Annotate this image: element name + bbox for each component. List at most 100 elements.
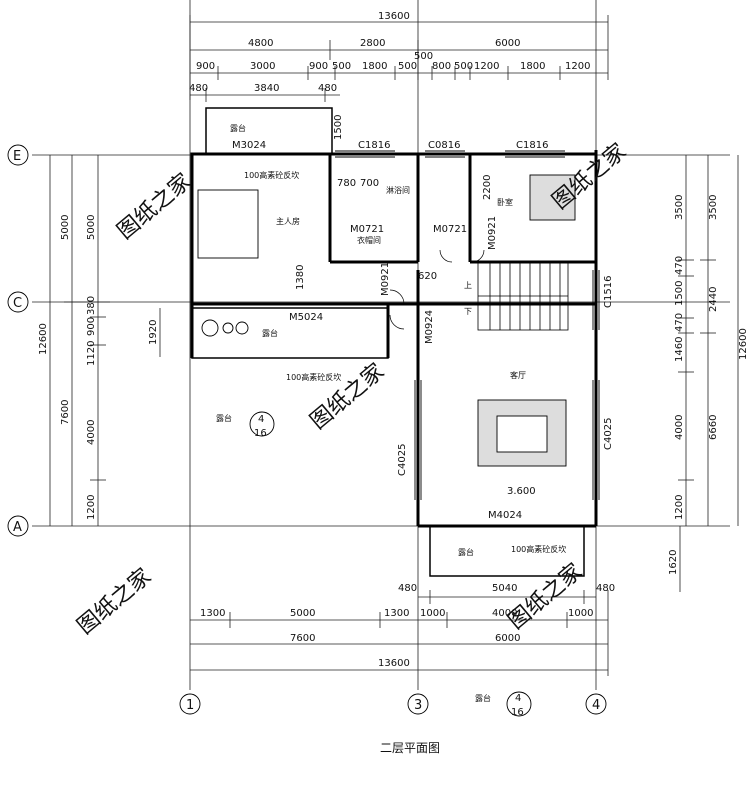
d2200-label: 2200	[482, 175, 493, 200]
left-inner-5: 1200	[86, 495, 97, 520]
stair-down-label: 下	[464, 307, 472, 316]
left-1920: 1920	[148, 320, 159, 345]
right-outer-0: 3500	[708, 195, 719, 220]
elev-label: 3.600	[507, 486, 536, 497]
c1816b-label: C1816	[516, 140, 548, 151]
windows	[335, 150, 600, 500]
d620-label: 620	[418, 271, 437, 282]
top-r4-1: 3840	[254, 83, 279, 94]
top-r3-10: 1200	[565, 61, 590, 72]
balc-ref-left: 露台	[216, 413, 232, 423]
furniture	[197, 174, 576, 467]
bot-r1-0: 1300	[200, 608, 225, 619]
m0721b-label: M0721	[433, 224, 467, 235]
m0721a-label: M0721	[350, 224, 384, 235]
bot-r2-1: 6000	[495, 633, 520, 644]
c4025a-label: C4025	[397, 444, 408, 476]
bot-total: 13600	[378, 658, 410, 669]
right-inner-0: 3500	[674, 195, 685, 220]
top-r3-7: 500	[454, 61, 473, 72]
top-r4-0: 480	[189, 83, 208, 94]
balconies	[191, 107, 585, 577]
top-r4-2: 480	[318, 83, 337, 94]
top-r2-2: 6000	[495, 38, 520, 49]
top-r3-4: 1800	[362, 61, 387, 72]
top-r3-9: 1800	[520, 61, 545, 72]
bot-r1-3: 1000	[420, 608, 445, 619]
right-inner-1: 470	[674, 256, 685, 275]
top-500: 500	[414, 51, 433, 62]
living-label: 客厅	[510, 370, 526, 380]
top-r3-6: 800	[432, 61, 451, 72]
top-r3-3: 500	[332, 61, 351, 72]
watermark-1: 图纸之家	[113, 169, 196, 245]
right-inner-3: 470	[674, 313, 685, 332]
stair	[477, 261, 569, 331]
c1816a-label: C1816	[358, 140, 390, 151]
bot-r0-2: 480	[596, 583, 615, 594]
m0921a-label: M0921	[380, 262, 391, 296]
balcony-top-label: 露台	[230, 123, 246, 133]
c1516-label: C1516	[603, 276, 614, 308]
ref-den-bottom: 16	[511, 707, 524, 718]
bot-r1-5: 1000	[568, 608, 593, 619]
axis-4: 4	[592, 698, 600, 713]
top-r2-0: 4800	[248, 38, 273, 49]
d700-label: 700	[360, 178, 379, 189]
left-outer-0: 5000	[60, 215, 71, 240]
left-inner-4: 4000	[86, 420, 97, 445]
top-r3-8: 1200	[474, 61, 499, 72]
d1380-label: 1380	[295, 265, 306, 290]
top-r3-1: 3000	[250, 61, 275, 72]
left-inner-0: 5000	[86, 215, 97, 240]
sill-mid-label: 100高素砼反坎	[286, 372, 341, 382]
ref-num-left: 4	[258, 414, 264, 425]
axis-bubbles	[7, 144, 607, 717]
axis-e: E	[13, 149, 21, 164]
doors	[389, 249, 485, 330]
left-total: 12600	[38, 323, 49, 355]
right-inner-2: 1500	[674, 281, 685, 306]
m0921b-label: M0921	[487, 216, 498, 250]
right-inner-6: 1200	[674, 495, 685, 520]
top-dimension-lines	[189, 15, 609, 102]
watermark-4: 图纸之家	[73, 564, 156, 640]
bot-r1-1: 5000	[290, 608, 315, 619]
right-inner-5: 4000	[674, 415, 685, 440]
right-inner-4: 1460	[674, 337, 685, 362]
bot-r2-0: 7600	[290, 633, 315, 644]
plan-caption: 二层平面图	[380, 741, 440, 755]
bot-r1-4: 4000	[492, 608, 517, 619]
right-outer-1: 2440	[708, 287, 719, 312]
m0924-label: M0924	[424, 310, 435, 344]
top-r2-1: 2800	[360, 38, 385, 49]
plan-text: E C A 1 3 4 13600 4800 2800 6000 900 300…	[13, 11, 749, 718]
bedroom-label: 卧室	[497, 197, 513, 207]
d1500-label: 1500	[333, 115, 344, 140]
right-total: 12600	[738, 328, 749, 360]
left-inner-3: 1120	[86, 341, 97, 366]
c0816-label: C0816	[428, 140, 460, 151]
bath-label: 淋浴间	[386, 185, 410, 195]
balcony-mid-label: 露台	[262, 328, 278, 338]
right-dimension-lines	[678, 155, 739, 592]
left-inner-2: 900	[86, 317, 97, 336]
right-outer-2: 6660	[708, 415, 719, 440]
sill-top-label: 100高素砼反坎	[244, 170, 299, 180]
c4025b-label: C4025	[603, 418, 614, 450]
left-outer-1: 7600	[60, 400, 71, 425]
axis-3: 3	[414, 698, 422, 713]
bot-r1-2: 1300	[384, 608, 409, 619]
sill-bottom-label: 100高素砼反坎	[511, 544, 566, 554]
axis-1: 1	[186, 698, 194, 713]
balc-ref-bottom: 露台	[475, 693, 491, 703]
left-inner-1: 380	[86, 296, 97, 315]
bot-r0-0: 480	[398, 583, 417, 594]
left-dimension-lines	[49, 155, 161, 526]
closet-label: 衣帽间	[357, 235, 381, 245]
top-total: 13600	[378, 11, 410, 22]
master-room-label: 主人房	[276, 216, 300, 226]
stair-up-label: 上	[464, 281, 472, 290]
ref-num-bottom: 4	[515, 693, 521, 704]
